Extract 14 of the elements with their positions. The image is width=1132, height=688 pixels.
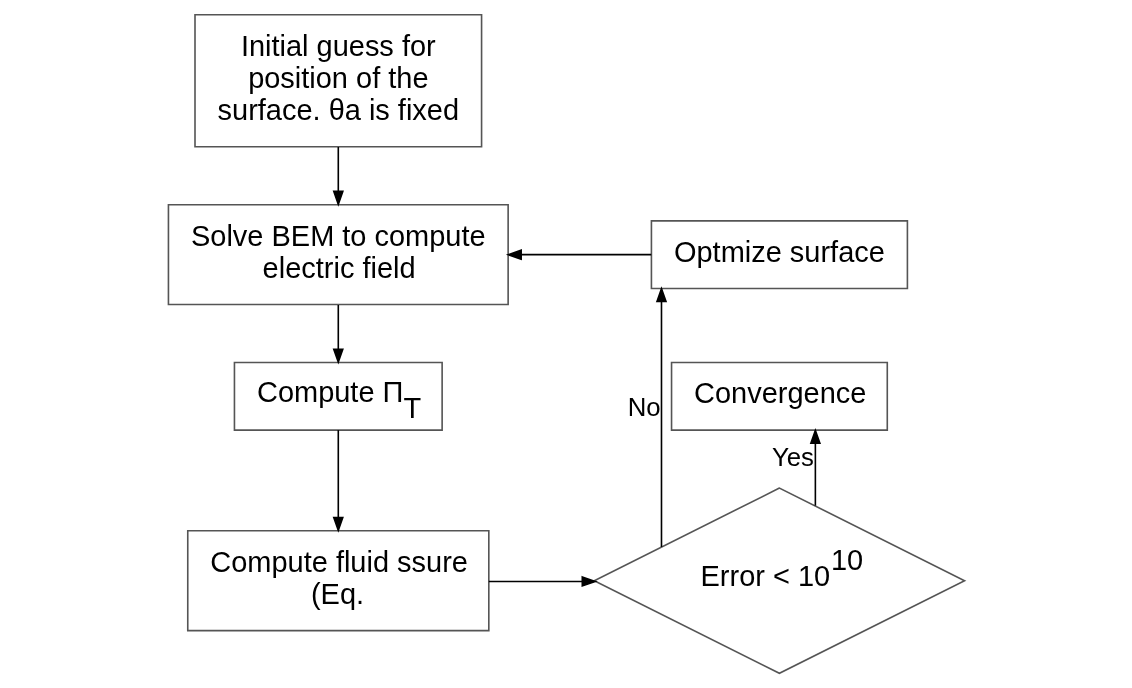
node-box: Solve BEM to compute electric field	[167, 203, 509, 306]
arrow	[505, 249, 652, 261]
node-box: Compute fluid ssure (Eq.	[186, 529, 490, 632]
node-box: Convergence	[670, 361, 888, 431]
arrow	[332, 429, 344, 533]
edge-label: No	[627, 392, 661, 421]
node-box: Initial guess for position of the surface. θa is fixed	[193, 13, 482, 148]
node-box: Optmize surface	[650, 220, 908, 290]
arrow	[332, 304, 344, 365]
arrow	[809, 427, 821, 507]
edge-label: Yes	[771, 443, 814, 472]
arrow	[332, 146, 344, 207]
arrow	[487, 575, 598, 588]
arrow	[655, 286, 667, 548]
